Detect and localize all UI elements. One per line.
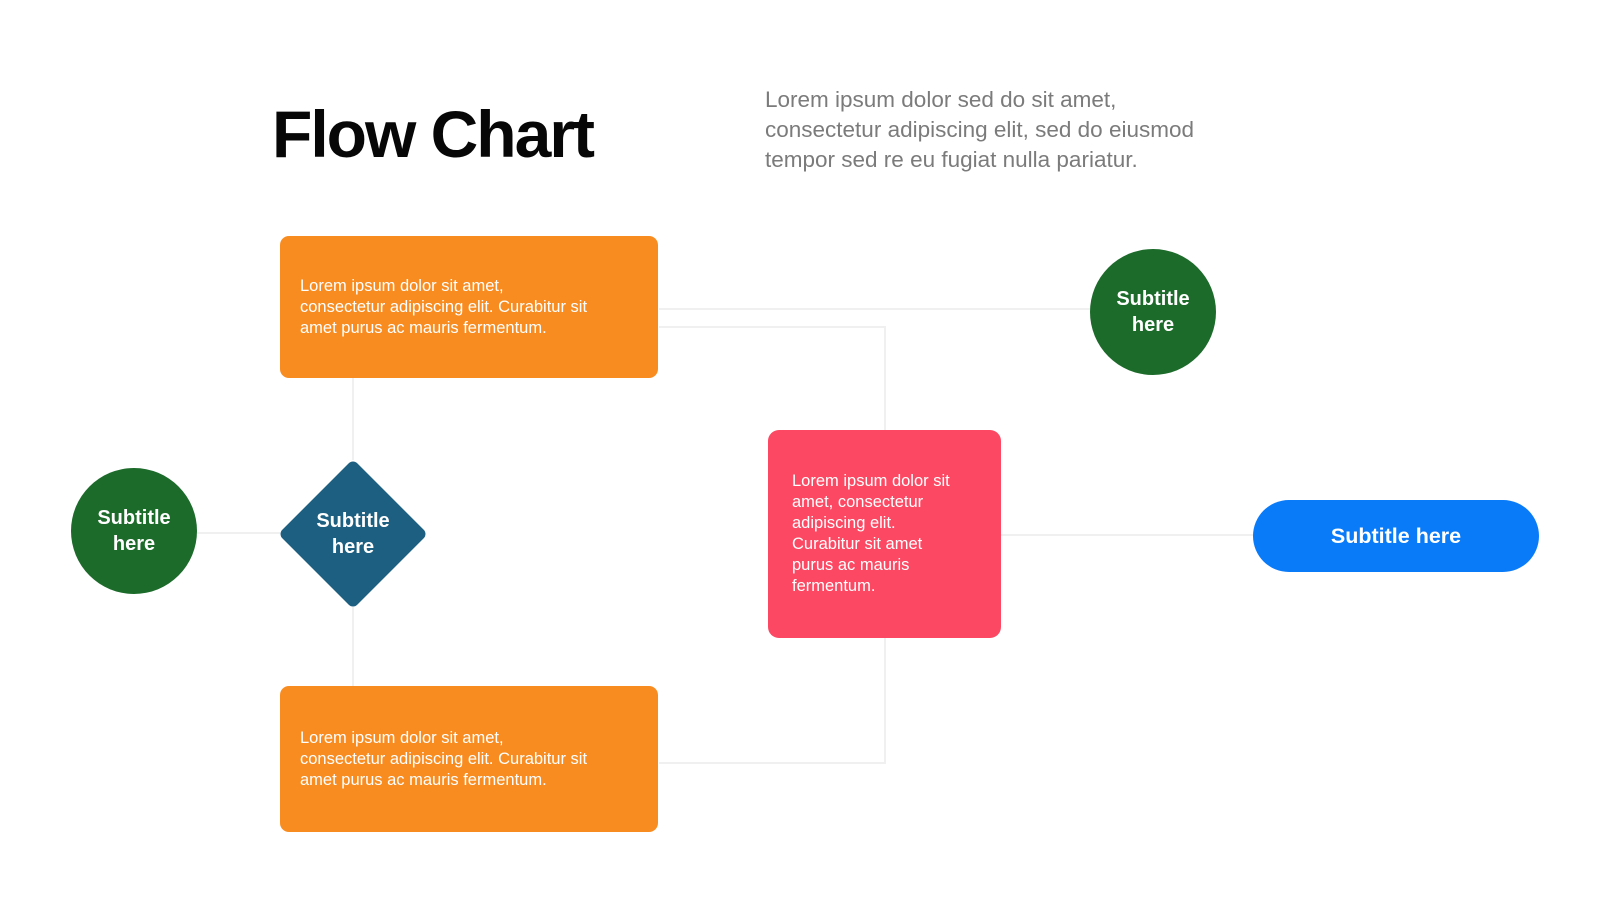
node-circle-top-right: Subtitle here	[1090, 249, 1216, 375]
node-process-pink: Lorem ipsum dolor sit amet, consectetur …	[768, 430, 1001, 638]
node-diamond-decision-label: Subtitle here	[316, 510, 390, 558]
node-process-bottom: Lorem ipsum dolor sit amet, consectetur …	[280, 686, 658, 832]
node-circle-left: Subtitle here	[71, 468, 197, 594]
connector-pink-to-pill	[1001, 534, 1253, 536]
connector-bracket-bottom	[659, 762, 886, 764]
node-diamond-decision-label-box: Subtitle here	[278, 457, 428, 611]
node-process-top: Lorem ipsum dolor sit amet, consectetur …	[280, 236, 658, 378]
connector-diamond-to-bottom-process	[352, 607, 354, 686]
node-pill-right-label: Subtitle here	[1330, 524, 1462, 548]
node-circle-left-label: Subtitle here	[97, 507, 171, 555]
connector-top-process-to-top-right-circle	[659, 308, 1091, 310]
page-description: Lorem ipsum dolor sed do sit amet, conse…	[765, 87, 1194, 172]
connector-bracket-top	[659, 326, 886, 328]
node-pill-right: Subtitle here	[1253, 500, 1539, 572]
node-process-pink-text: Lorem ipsum dolor sit amet, consectetur …	[792, 472, 950, 595]
connector-top-process-to-diamond	[352, 378, 354, 460]
page-title: Flow Chart	[272, 97, 595, 171]
connector-left-circle-to-diamond	[197, 532, 280, 534]
node-process-bottom-text: Lorem ipsum dolor sit amet, consectetur …	[300, 728, 588, 789]
node-circle-top-right-label: Subtitle here	[1116, 288, 1190, 336]
node-process-top-text: Lorem ipsum dolor sit amet, consectetur …	[300, 276, 588, 337]
